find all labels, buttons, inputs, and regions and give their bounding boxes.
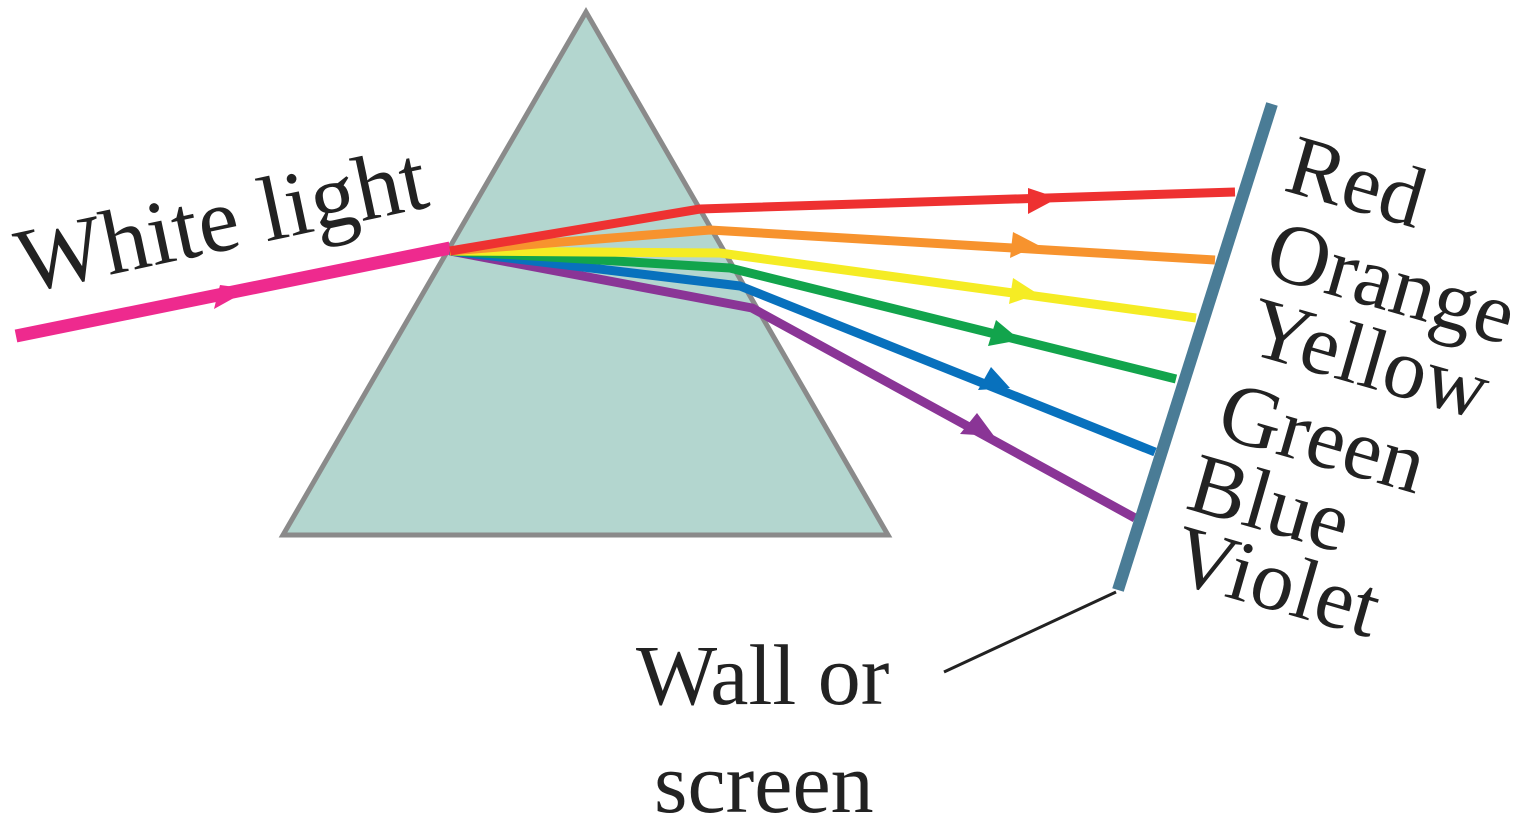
wall-screen <box>1112 102 1278 592</box>
violet-ray-arrow <box>960 413 994 436</box>
blue-ray-arrow <box>978 367 1010 390</box>
screen-leader-line <box>943 590 1117 674</box>
orange-ray <box>449 225 1216 265</box>
red-ray-arrow <box>1028 188 1058 214</box>
yellow-ray <box>449 246 1197 323</box>
screen-label-line1: Wall or <box>636 627 889 723</box>
white-light-label: White light <box>7 126 436 312</box>
ray-arrows <box>960 188 1058 436</box>
orange-ray-arrow <box>1010 232 1038 258</box>
violet-ray <box>449 246 1138 522</box>
yellow-ray-arrow <box>1009 278 1038 304</box>
white-light-arrow <box>214 285 250 309</box>
screen-label-line2: screen <box>654 735 874 831</box>
green-ray <box>449 246 1178 384</box>
blue-ray <box>449 246 1157 457</box>
green-ray-arrow <box>988 320 1020 346</box>
